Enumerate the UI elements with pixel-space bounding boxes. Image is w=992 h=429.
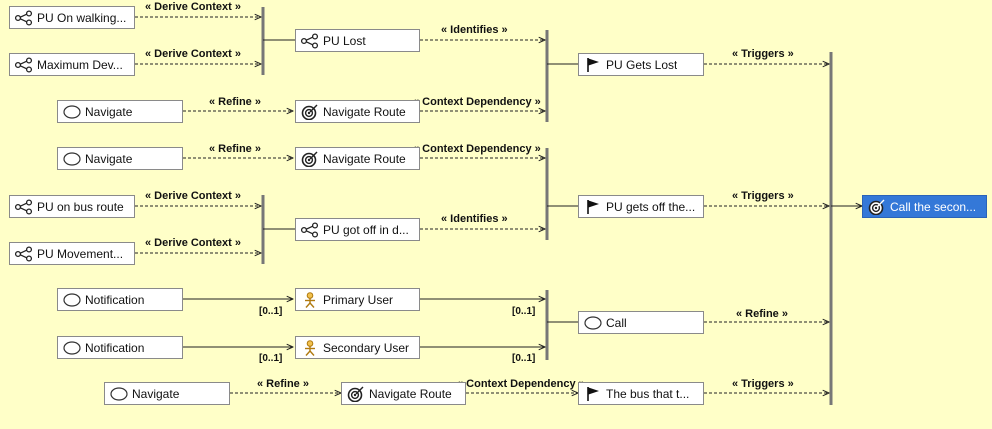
node-pu-lost[interactable]: PU Lost (295, 29, 420, 52)
edge-label-triggers: « Triggers » (732, 190, 794, 202)
node-label: Navigate Route (323, 104, 406, 119)
capability-icon (62, 340, 82, 356)
edge-label-refine: « Refine » (257, 378, 309, 390)
edge-label-identifies: « Identifies » (441, 24, 508, 36)
capability-icon (583, 315, 603, 331)
node-label: PU Movement... (37, 246, 124, 261)
situation-icon (14, 198, 34, 215)
multiplicity-label: [0..1] (259, 353, 283, 364)
node-label: Call the secon... (890, 199, 977, 214)
node-label: Navigate (132, 386, 180, 401)
situation-icon (300, 32, 320, 49)
node-navigate-route[interactable]: Navigate Route (295, 147, 420, 170)
node-the-bus-that[interactable]: The bus that t... (578, 382, 704, 405)
actor-icon (300, 291, 320, 308)
edge-label-triggers: « Triggers » (732, 378, 794, 390)
node-pu-got-off[interactable]: PU got off in d... (295, 218, 420, 241)
edge-label-context-dependency: « Context Dependency » (457, 378, 585, 390)
edge-label-derive-context: « Derive Context » (145, 1, 241, 13)
node-navigate[interactable]: Navigate (57, 100, 183, 123)
edge-label-identifies: « Identifies » (441, 213, 508, 225)
node-label: Navigate (85, 104, 133, 119)
situation-icon (14, 245, 34, 262)
node-pu-on-bus-route[interactable]: PU on bus route (9, 195, 135, 218)
flag-icon (583, 199, 603, 215)
node-navigate[interactable]: Navigate (57, 147, 183, 170)
edge-label-derive-context: « Derive Context » (145, 237, 241, 249)
edge-label-refine: « Refine » (736, 308, 788, 320)
node-label: PU got off in d... (323, 222, 409, 237)
node-pu-movement[interactable]: PU Movement... (9, 242, 135, 265)
edge-label-refine: « Refine » (209, 96, 261, 108)
node-label: The bus that t... (606, 386, 690, 401)
node-label: Navigate Route (323, 151, 406, 166)
goal-icon (300, 104, 320, 120)
node-secondary-user[interactable]: Secondary User (295, 336, 420, 359)
node-label: PU on bus route (37, 199, 124, 214)
node-label: Primary User (323, 292, 394, 307)
node-navigate[interactable]: Navigate (104, 382, 230, 405)
multiplicity-label: [0..1] (512, 353, 536, 364)
situation-icon (300, 221, 320, 238)
node-pu-gets-off-the[interactable]: PU gets off the... (578, 195, 704, 218)
flag-icon (583, 386, 603, 402)
node-call[interactable]: Call (578, 311, 704, 334)
node-label: Call (606, 315, 627, 330)
node-label: PU gets off the... (606, 199, 696, 214)
goal-icon (867, 199, 887, 215)
node-call-the-second[interactable]: Call the secon... (862, 195, 987, 218)
node-label: Notification (85, 340, 145, 355)
goal-icon (300, 151, 320, 167)
capability-icon (109, 386, 129, 402)
capability-icon (62, 151, 82, 167)
edge-label-triggers: « Triggers » (732, 48, 794, 60)
multiplicity-label: [0..1] (259, 306, 283, 317)
node-label: Maximum Dev... (37, 57, 123, 72)
node-label: Notification (85, 292, 145, 307)
situation-icon (14, 56, 34, 73)
node-navigate-route[interactable]: Navigate Route (341, 382, 466, 405)
node-pu-on-walking[interactable]: PU On walking... (9, 6, 135, 29)
node-label: Navigate Route (369, 386, 452, 401)
flag-icon (583, 57, 603, 73)
node-primary-user[interactable]: Primary User (295, 288, 420, 311)
node-label: PU Lost (323, 33, 366, 48)
situation-icon (14, 9, 34, 26)
capability-icon (62, 292, 82, 308)
actor-icon (300, 339, 320, 356)
node-label: Secondary User (323, 340, 410, 355)
multiplicity-label: [0..1] (512, 306, 536, 317)
node-label: PU On walking... (37, 10, 127, 25)
node-label: PU Gets Lost (606, 57, 678, 72)
node-maximum-dev[interactable]: Maximum Dev... (9, 53, 135, 76)
edge-label-refine: « Refine » (209, 143, 261, 155)
goal-icon (346, 386, 366, 402)
capability-icon (62, 104, 82, 120)
edge-label-derive-context: « Derive Context » (145, 190, 241, 202)
node-pu-gets-lost[interactable]: PU Gets Lost (578, 53, 704, 76)
node-label: Navigate (85, 151, 133, 166)
edge-label-context-dependency: « Context Dependency » (413, 96, 541, 108)
edge-label-context-dependency: « Context Dependency » (413, 143, 541, 155)
node-navigate-route[interactable]: Navigate Route (295, 100, 420, 123)
node-notification[interactable]: Notification (57, 336, 183, 359)
node-notification[interactable]: Notification (57, 288, 183, 311)
edge-label-derive-context: « Derive Context » (145, 48, 241, 60)
